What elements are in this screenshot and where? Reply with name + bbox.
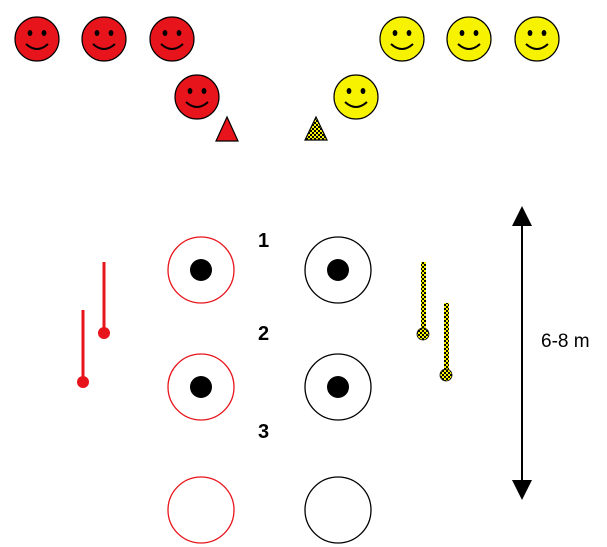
red-pole-1 (98, 262, 110, 339)
smiley-face-icon (14, 16, 60, 62)
red-target-row-1 (167, 236, 235, 304)
yellow-player-3 (514, 16, 560, 62)
smiley-face-icon (174, 74, 220, 120)
smiley-face-icon (81, 16, 127, 62)
red-pole-2 (77, 310, 89, 388)
red-cone-icon (215, 115, 239, 142)
smiley-face-icon (379, 16, 425, 62)
smiley-face-icon (333, 74, 379, 120)
smiley-face-icon (514, 16, 560, 62)
smiley-face-icon (149, 16, 195, 62)
red-player-2 (81, 16, 127, 62)
row-label-3: 3 (258, 421, 269, 443)
row-label-2: 2 (258, 323, 269, 345)
yellow-player-2 (446, 16, 492, 62)
row-label-1: 1 (258, 230, 269, 252)
yellow-cone-icon (304, 115, 328, 141)
distance-label: 6-8 m (541, 331, 590, 352)
red-player-1 (14, 16, 60, 62)
red-target-row-2 (167, 353, 235, 421)
red-player-3 (149, 16, 195, 62)
red-player-active (174, 74, 220, 120)
yellow-pole-1 (416, 262, 430, 341)
black-target-row-2 (304, 353, 372, 421)
black-target-row-1 (304, 236, 372, 304)
yellow-player-1 (379, 16, 425, 62)
yellow-pole-2 (439, 303, 453, 382)
yellow-player-active (333, 74, 379, 120)
black-target-row-3 (304, 476, 372, 544)
red-target-row-3 (167, 476, 235, 544)
smiley-face-icon (446, 16, 492, 62)
